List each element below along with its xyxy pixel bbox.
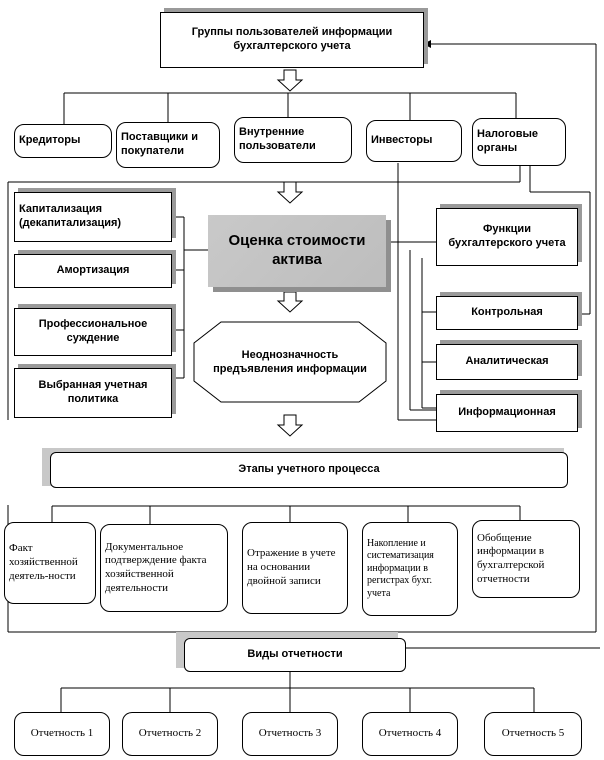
central-asset-valuation: Оценка стоимости актива <box>208 215 386 287</box>
factor-amortization: Амортизация <box>14 254 172 288</box>
function-informational-label: Информационная <box>458 406 556 419</box>
stage-double-entry: Отражение в учете на основании двойной з… <box>242 522 348 614</box>
report-4: Отчетность 4 <box>362 712 458 756</box>
reports-title: Виды отчетности <box>184 638 406 672</box>
stage-generalization-label: Обобщение информации в бухгалтерской отч… <box>477 531 545 585</box>
function-analytical-label: Аналитическая <box>465 355 549 368</box>
group-creditors: Кредиторы <box>14 124 112 158</box>
group-suppliers-buyers: Поставщики и покупатели <box>116 122 220 168</box>
central-asset-valuation-label: Оценка стоимости актива <box>228 232 366 268</box>
stage-generalization: Обобщение информации в бухгалтерской отч… <box>472 520 580 598</box>
factor-capitalization: Капитализация (декапитализация) <box>14 192 172 242</box>
stage-double-entry-label: Отражение в учете на основании двойной з… <box>247 547 336 587</box>
group-tax-authorities: Налоговые органы <box>472 118 566 166</box>
stage-fact-label: Факт хозяйственной деятель-ности <box>9 542 78 582</box>
group-internal-users-label: Внутренние пользователи <box>239 126 316 152</box>
stage-fact: Факт хозяйственной деятель-ности <box>4 522 96 604</box>
report-3-label: Отчетность 3 <box>258 727 322 740</box>
group-suppliers-buyers-label: Поставщики и покупатели <box>121 131 198 157</box>
ambiguity-label: Неоднозначность предъявления информации <box>213 348 367 375</box>
group-tax-authorities-label: Налоговые органы <box>477 128 539 154</box>
group-internal-users: Внутренние пользователи <box>234 117 352 163</box>
function-control: Контрольная <box>436 296 578 330</box>
stage-accumulation: Накопление и систематизация информации в… <box>362 522 458 616</box>
ambiguity-octagon <box>193 321 387 403</box>
function-informational: Информационная <box>436 394 578 432</box>
functions-title: Функции бухгалтерского учета <box>436 208 578 266</box>
factor-professional-judgment-label: Профессиональное суждение <box>38 318 148 344</box>
report-3: Отчетность 3 <box>242 712 338 756</box>
stage-documentation-label: Документальное подтверждение факта хозяй… <box>105 540 207 594</box>
factor-capitalization-label: Капитализация (декапитализация) <box>19 203 122 229</box>
report-2: Отчетность 2 <box>122 712 218 756</box>
stage-accumulation-label: Накопление и систематизация информации в… <box>367 537 434 599</box>
stages-title-text: Этапы учетного процесса <box>238 463 380 476</box>
report-5-label: Отчетность 5 <box>501 727 565 740</box>
user-groups-title: Группы пользователей информации бухгалте… <box>160 12 424 68</box>
factor-professional-judgment: Профессиональное суждение <box>14 308 172 356</box>
group-investors: Инвесторы <box>366 120 462 162</box>
functions-title-text: Функции бухгалтерского учета <box>448 223 566 249</box>
stages-title: Этапы учетного процесса <box>50 452 568 488</box>
stage-documentation: Документальное подтверждение факта хозяй… <box>100 524 228 612</box>
report-5: Отчетность 5 <box>484 712 582 756</box>
group-investors-label: Инвесторы <box>371 134 433 147</box>
group-creditors-label: Кредиторы <box>19 134 81 147</box>
factor-accounting-policy: Выбранная учетная политика <box>14 368 172 418</box>
factor-accounting-policy-label: Выбранная учетная политика <box>38 379 148 405</box>
function-control-label: Контрольная <box>471 306 543 319</box>
report-1-label: Отчетность 1 <box>30 727 94 740</box>
report-2-label: Отчетность 2 <box>138 727 202 740</box>
reports-title-text: Виды отчетности <box>247 648 343 661</box>
factor-amortization-label: Амортизация <box>56 264 130 277</box>
function-analytical: Аналитическая <box>436 344 578 380</box>
report-4-label: Отчетность 4 <box>378 727 442 740</box>
report-1: Отчетность 1 <box>14 712 110 756</box>
user-groups-title-text: Группы пользователей информации бухгалте… <box>191 26 393 52</box>
